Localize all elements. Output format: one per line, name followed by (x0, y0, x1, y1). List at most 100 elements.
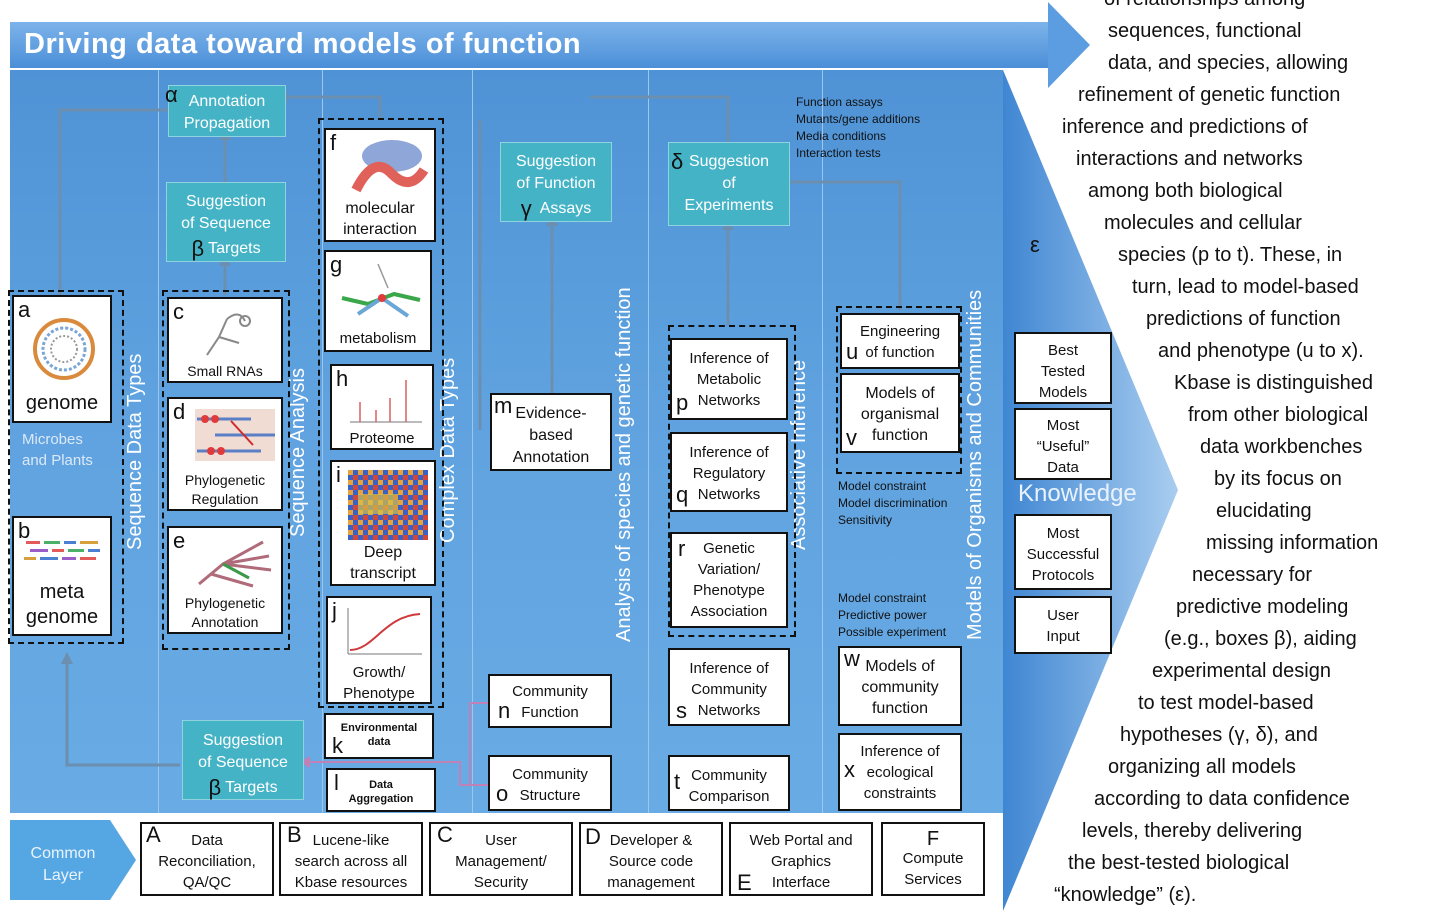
box-label-line: of Function (516, 175, 596, 192)
box-label: Growth/ Phenotype (328, 662, 430, 704)
box-label-line: User (485, 832, 517, 849)
caption-line: inference and predictions of (1062, 116, 1308, 138)
box-f-molecular-interaction: f molecular interaction (324, 128, 436, 242)
caption-line: species (p to t). These, in (1118, 244, 1343, 266)
box-letter: l (334, 770, 339, 795)
microbes-label: Microbes and Plants (22, 429, 93, 471)
growth-curve-image (347, 608, 422, 655)
box-label: metabolism (339, 330, 417, 347)
caption-line: necessary for (1192, 564, 1313, 586)
box-i-deep-transcript: i Deep transcript (330, 460, 436, 586)
box-label-line: Most (1046, 525, 1080, 542)
knowledge-title: Knowledge (1018, 480, 1137, 507)
common-box-c-user-management: C User Management/ Security (429, 822, 573, 896)
caption-line: “knowledge” (ε). (1054, 884, 1197, 906)
common-layer-label-line: Layer (42, 867, 84, 884)
common-box-e-web-portal: E Web Portal and Graphics Interface (729, 822, 873, 896)
box-letter: C (437, 822, 453, 847)
box-alpha-annotation-propagation: α Annotation Propagation (165, 84, 286, 137)
dashed-group-associative-inference (668, 325, 796, 637)
box-label-line: Annotation (512, 449, 590, 466)
box-letter: o (496, 781, 509, 806)
box-label: Phylogenetic Annotation (169, 594, 281, 632)
protein-structure-image (351, 140, 429, 193)
experiment-notes: Function assays Mutants/gene additions M… (796, 94, 920, 162)
box-label-line: Inference of (860, 743, 940, 760)
box-label: Phylogenetic Regulation (169, 471, 281, 509)
box-letter: j (332, 598, 337, 623)
box-k-environmental-data: k Environmental data (324, 713, 434, 759)
box-label-line: Engineering (859, 323, 941, 340)
phylogenetic-tree-image (198, 540, 272, 588)
box-label-line: Inference of (689, 444, 769, 461)
column-divider (322, 70, 323, 813)
box-label-line: Community (691, 767, 767, 784)
box-label-line: constraints (863, 785, 937, 802)
box-label-line: Experiments (684, 197, 774, 214)
box-label-line: Data (191, 832, 223, 849)
caption-line: missing information (1206, 532, 1379, 554)
box-label-line: Structure (519, 787, 581, 804)
box-label: Deep transcript (332, 542, 434, 584)
caption-line: organizing all models (1108, 756, 1296, 778)
box-label-line: Tested (1040, 363, 1086, 380)
caption-line: predictions of function (1146, 308, 1341, 330)
dashed-group-models (836, 306, 962, 474)
column-divider (472, 70, 473, 813)
dashed-group-complex-data (318, 118, 444, 708)
box-label-line: QA/QC (182, 874, 232, 891)
box-b-metagenome: b meta genome (12, 516, 112, 636)
box-label-line: search across all (294, 853, 408, 870)
caption-line: turn, lead to model-based (1132, 276, 1359, 298)
microbes-line: Microbes (22, 431, 83, 448)
box-label: molecular interaction (326, 198, 434, 240)
genome-circle-image (33, 318, 95, 380)
column-title-sequence-data-types: Sequence Data Types (124, 353, 146, 550)
box-label-line: Regulatory (692, 465, 766, 482)
rna-structure-image (206, 313, 251, 356)
box-letter: E (737, 870, 752, 895)
note-line: Predictive power (838, 608, 927, 622)
proteome-spectrum-image (350, 380, 422, 423)
box-label-line: Inference of (689, 660, 769, 677)
box-label: genome (25, 392, 99, 414)
box-letter: c (173, 299, 184, 324)
common-box-a-data-reconciliation: A Data Reconciliation, QA/QC (140, 822, 274, 896)
box-label-line: genome (25, 606, 99, 628)
model-notes-mid: Model constraint Model discrimination Se… (838, 478, 947, 529)
caption-line: from other biological (1188, 404, 1369, 426)
box-d-phylogenetic-regulation: d Phylogenetic Regulation (167, 397, 283, 511)
box-letter: x (844, 757, 855, 782)
box-label-line: Services (904, 871, 962, 888)
box-label-line: of Sequence (198, 754, 288, 771)
common-box-b-lucene-search: B Lucene-like search across all Kbase re… (279, 822, 423, 896)
caption-line: of relationships among (1104, 0, 1305, 11)
dashed-group-sequence-analysis (162, 290, 290, 650)
box-label-line: community (861, 679, 939, 696)
note-line: Sensitivity (838, 513, 893, 527)
caption-line: by its focus on (1214, 468, 1342, 490)
box-p-metabolic-networks: p Inference of Metabolic Networks (670, 338, 788, 420)
box-label-line: Community (512, 683, 588, 700)
box-label-line: data (367, 736, 391, 748)
box-label-line: Suggestion (202, 732, 284, 749)
box-a-genome: a genome (12, 295, 112, 423)
epsilon-label: ε (1030, 232, 1040, 257)
box-label-line: of (722, 175, 736, 192)
box-label-line: Comparison (688, 788, 770, 805)
box-label-line: Protocols (1031, 567, 1095, 584)
knowledge-box-successful-protocols: Most Successful Protocols (1014, 514, 1112, 590)
box-label-line: Phylogenetic (184, 595, 266, 611)
note-line: Model constraint (838, 591, 927, 605)
heatmap-image (348, 470, 428, 540)
box-label-line: organismal (860, 406, 940, 423)
box-label-line: Compute (902, 850, 964, 867)
box-letter: s (676, 698, 687, 723)
box-label: meta genome (14, 580, 110, 630)
box-n-community-function: n Community Function (488, 674, 612, 728)
caption-line: to test model-based (1138, 692, 1314, 714)
box-label-line: Community (512, 766, 588, 783)
box-letter: A (146, 822, 161, 847)
